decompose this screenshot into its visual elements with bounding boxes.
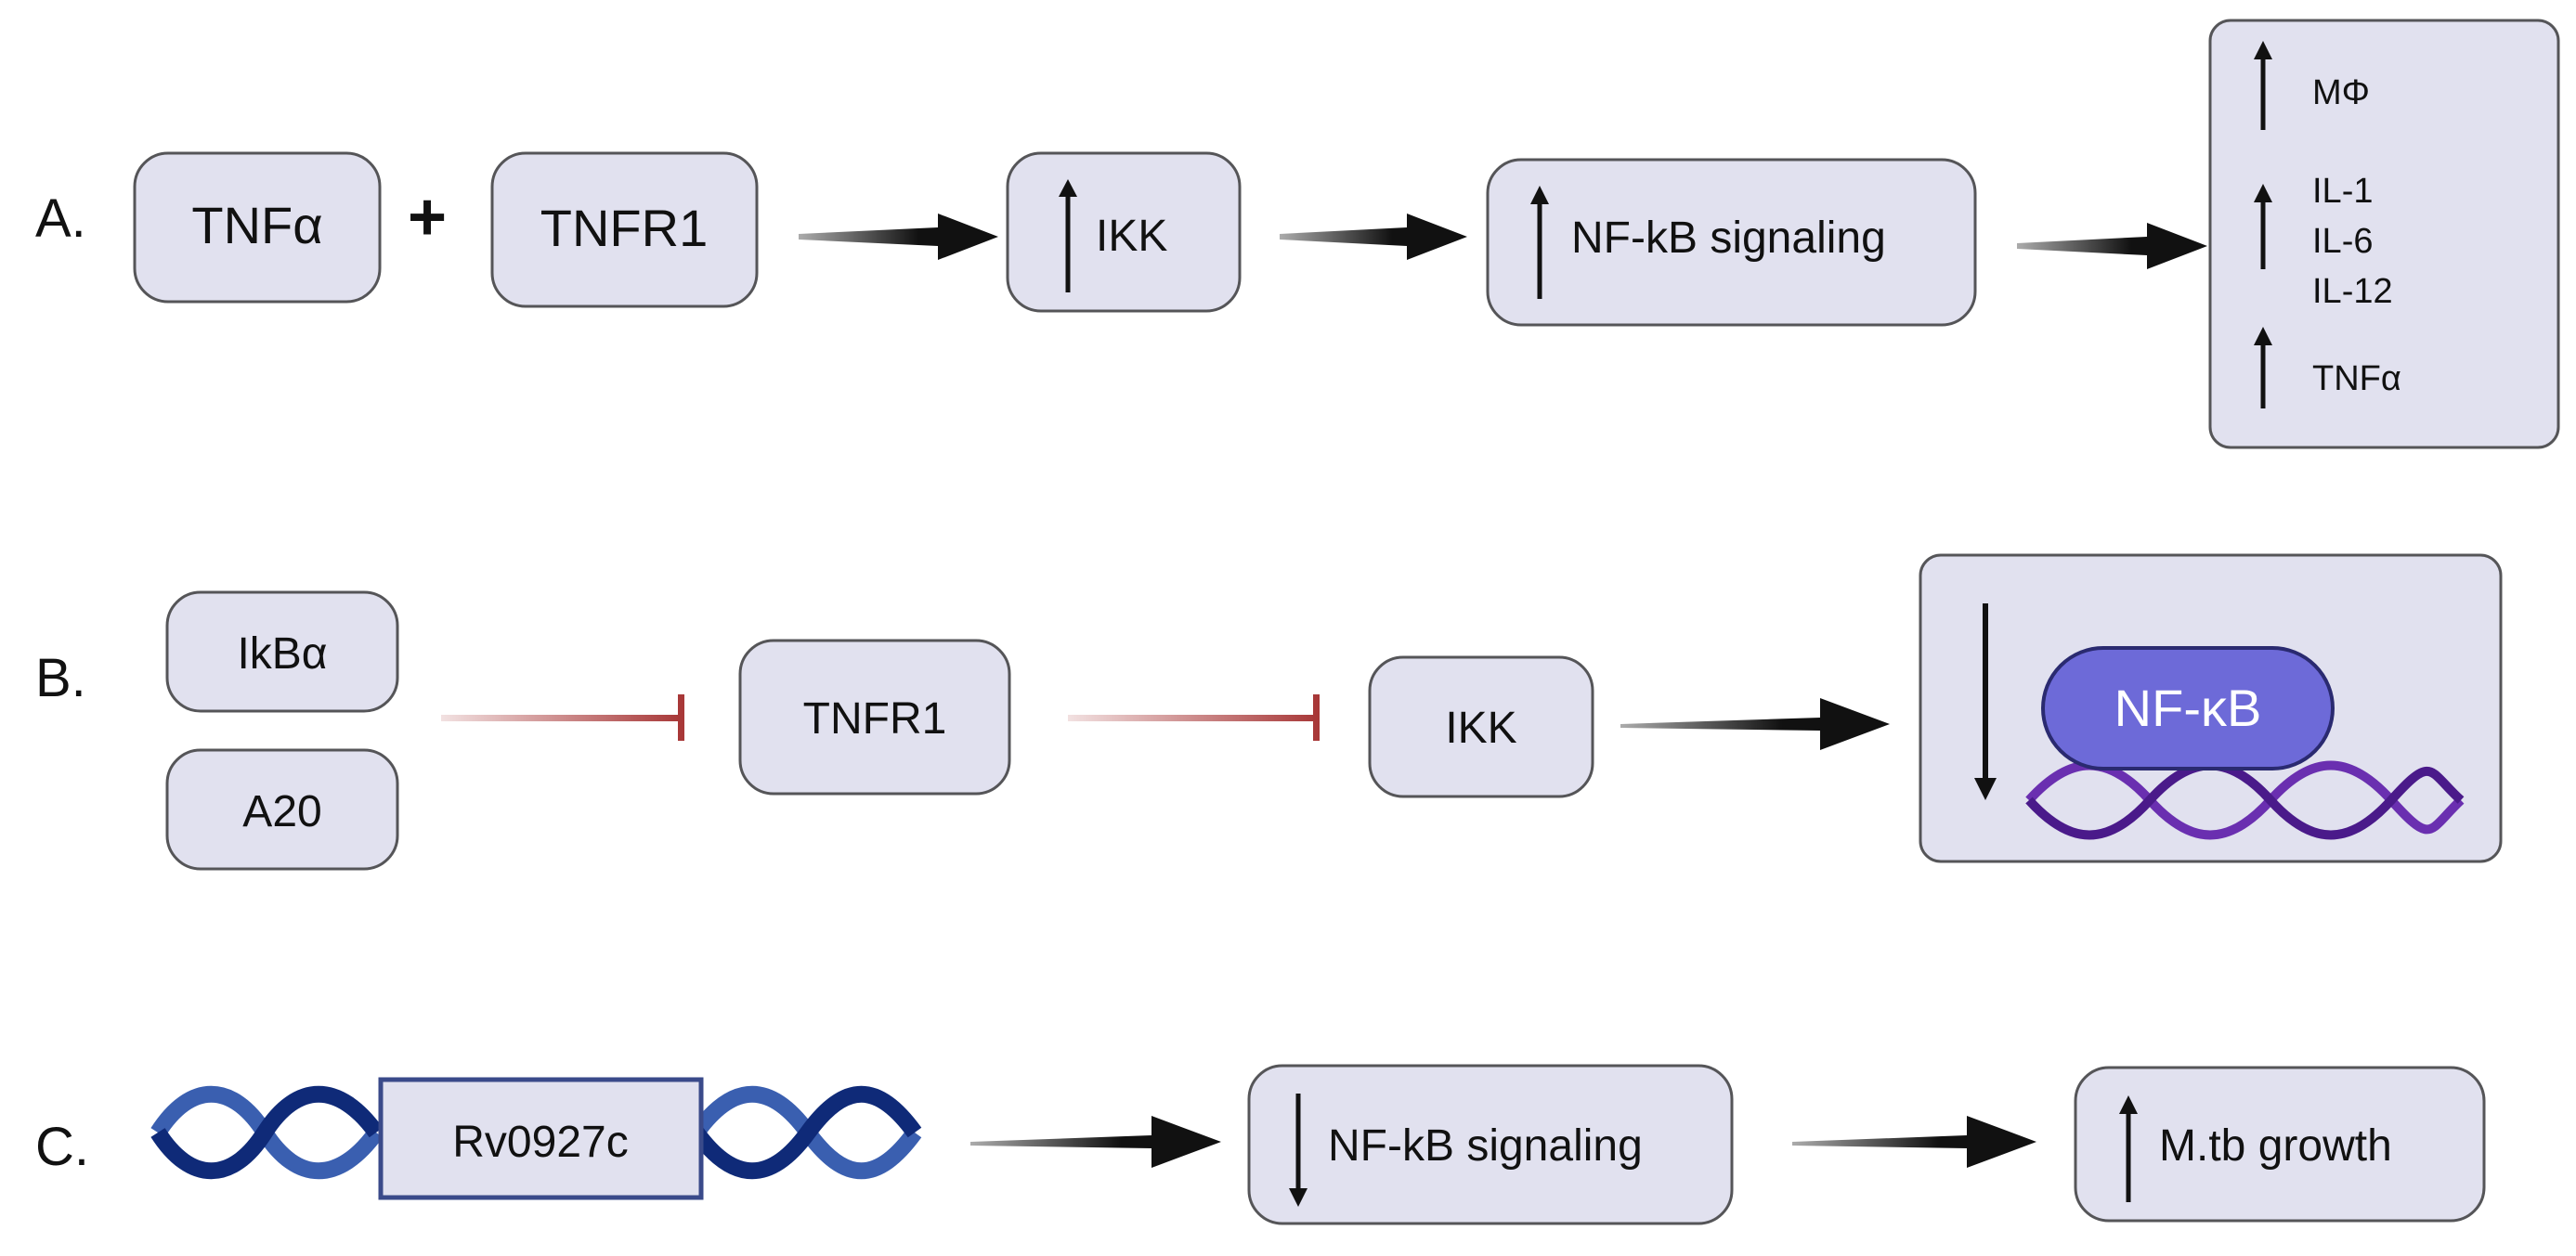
row-a: A. TNFα + TNFR1 IKK: [35, 19, 2560, 449]
row-a-label: A.: [35, 188, 86, 249]
down-arrow-icon: [1289, 1094, 1308, 1207]
mtb-growth-label: M.tb growth: [2159, 1121, 2392, 1171]
ikba-node: IkBα: [165, 590, 399, 713]
up-arrow-icon: [2254, 41, 2272, 130]
row-c: C. Rv0927c NF-kB signaling: [35, 1064, 2486, 1225]
tnfr1-label-a: TNFR1: [540, 199, 708, 257]
tnfr1-node-a: TNFR1: [490, 151, 759, 308]
row-b-label: B.: [35, 648, 86, 708]
ikk-node-b: IKK: [1368, 655, 1594, 798]
down-arrow-icon: [1974, 603, 1997, 800]
nfkb-dna-node-b: NF-κB: [1919, 553, 2503, 863]
tnfa-node: TNFα: [133, 151, 382, 304]
rv0927c-gene-node: Rv0927c: [378, 1077, 704, 1200]
tnfa-label: TNFα: [191, 196, 322, 254]
ikk-label-a: IKK: [1096, 212, 1167, 261]
activation-arrow-a1: [799, 214, 998, 260]
a20-label: A20: [242, 787, 321, 836]
inhibition-bar-b2: [1068, 694, 1320, 741]
nfkb-protein-label: NF-κB: [2114, 679, 2262, 737]
up-arrow-icon: [2254, 327, 2272, 408]
nfkb-signaling-label-a: NF-kB signaling: [1571, 214, 1886, 263]
nfkb-protein-icon: NF-κB: [2041, 646, 2335, 770]
up-arrow-icon: [1530, 186, 1549, 299]
ikk-label-b: IKK: [1445, 704, 1516, 753]
ikk-node-a: IKK: [1006, 151, 1242, 313]
inhibition-bar-b1: [441, 694, 684, 741]
ikba-label: IkBα: [237, 629, 327, 679]
nfkb-node-c: NF-kB signaling: [1247, 1064, 1734, 1225]
il12-label: IL-12: [2312, 272, 2393, 311]
row-b: B. IkBα A20 TNFR1 IKK: [35, 553, 2503, 871]
plus-sign: +: [408, 180, 447, 254]
rv0927c-label: Rv0927c: [452, 1118, 628, 1167]
il6-label: IL-6: [2312, 222, 2373, 261]
activation-arrow-a2: [1280, 214, 1467, 260]
activation-arrow-c2: [1792, 1116, 2036, 1168]
macrophage-label: MΦ: [2312, 73, 2370, 112]
tnfr1-label-b: TNFR1: [803, 694, 947, 744]
up-arrow-icon: [2254, 184, 2272, 269]
outputs-node-a: MΦ IL-1 IL-6 IL-12 TNFα: [2208, 19, 2560, 449]
il1-label: IL-1: [2312, 172, 2373, 211]
activation-arrow-a3: [2017, 223, 2207, 269]
tnfa-output-label: TNFα: [2312, 359, 2401, 398]
nfkb-signaling-label-c: NF-kB signaling: [1328, 1121, 1643, 1171]
up-arrow-icon: [1059, 179, 1077, 292]
activation-arrow-c1: [970, 1116, 1221, 1168]
up-arrow-icon: [2119, 1095, 2138, 1202]
dna-helix-icon: [150, 1085, 922, 1180]
row-c-label: C.: [35, 1117, 89, 1177]
mtb-growth-node: M.tb growth: [2074, 1066, 2486, 1223]
activation-arrow-b: [1620, 698, 1890, 750]
tnfr1-node-b: TNFR1: [738, 639, 1011, 796]
nfkb-node-a: NF-kB signaling: [1486, 158, 1977, 327]
a20-node: A20: [165, 748, 399, 871]
